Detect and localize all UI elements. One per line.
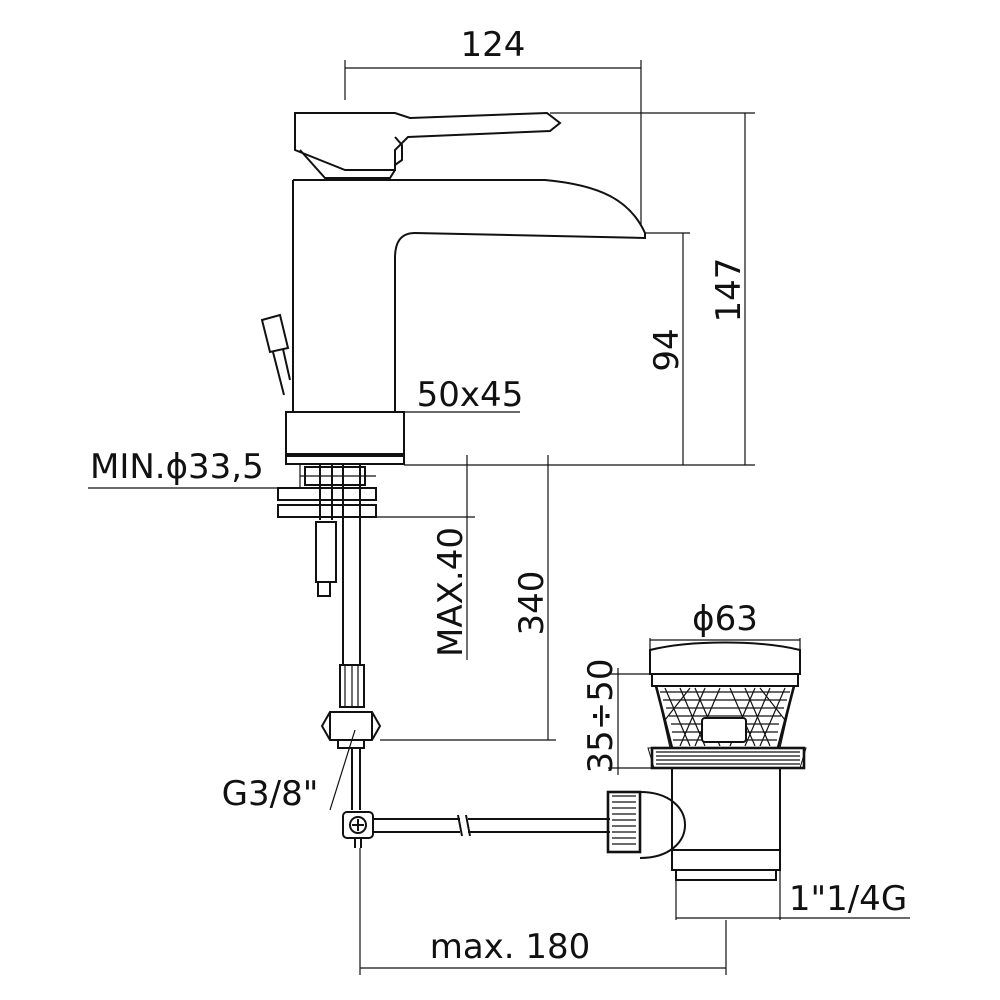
dim-total-height: 147	[709, 258, 749, 323]
pop-up-waste	[606, 641, 807, 881]
dim-waste-thread: 1"1/4G	[789, 879, 907, 919]
dim-base-size: 50x45	[417, 375, 524, 415]
dim-spout-height: 94	[647, 328, 687, 371]
faucet-body	[260, 111, 646, 465]
dim-rod-length: max. 180	[430, 927, 591, 967]
dim-spout-reach: 124	[461, 25, 526, 65]
dim-hole-diameter: MIN.ϕ33,5	[90, 447, 264, 487]
dim-waste-range: 35÷50	[581, 658, 621, 773]
dim-waste-diameter: ϕ63	[692, 599, 758, 639]
dimension-lines	[88, 60, 910, 975]
dim-hose-length: 340	[512, 571, 552, 636]
under-deck-fixings	[277, 464, 610, 848]
dim-max-deck-thickness: MAX.40	[431, 527, 471, 657]
dim-connection-thread: G3/8"	[222, 774, 319, 814]
